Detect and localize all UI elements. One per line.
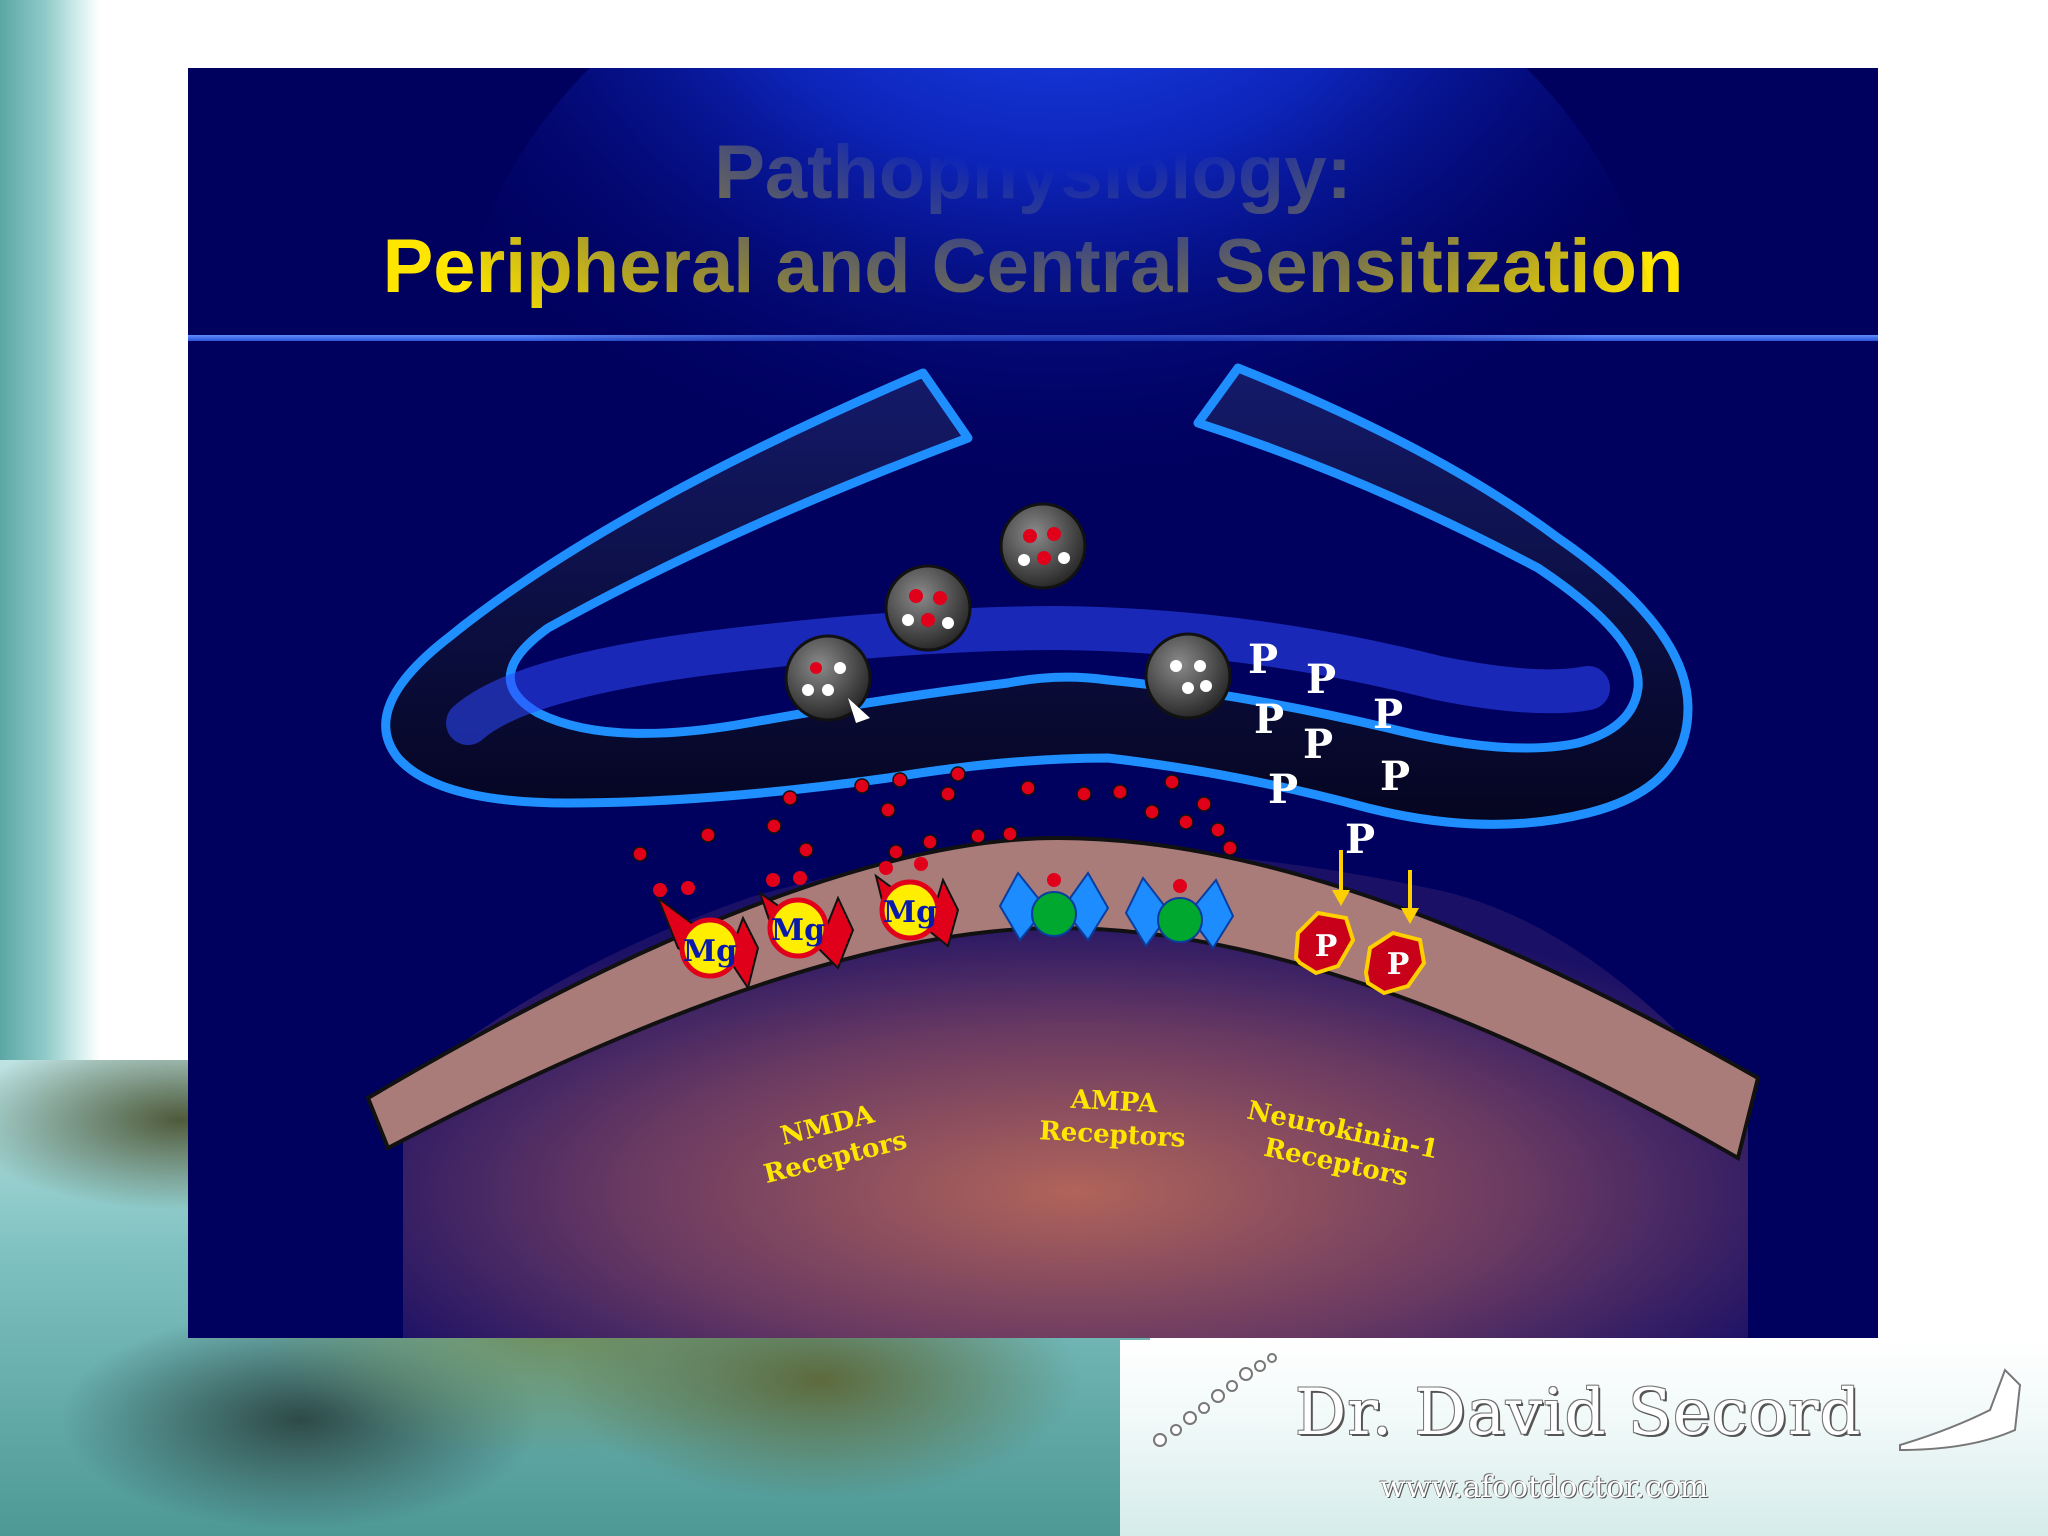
background-left-panel: [0, 0, 100, 1100]
substance-p-label: P: [1303, 721, 1333, 768]
synaptic-vesicle: [884, 564, 972, 652]
presynaptic-inner-channel: [446, 605, 1610, 745]
nk1-receptor: P: [1293, 850, 1356, 976]
footer-banner: Dr. David Secord www.afootdoctor.com: [1120, 1340, 2048, 1536]
ampa-receptor: [998, 871, 1110, 942]
footer-website-link[interactable]: www.afootdoctor.com: [1380, 1470, 1709, 1505]
substance-p-label: P: [1373, 691, 1403, 738]
glutamate-particles: [632, 766, 1238, 862]
substance-p-label: P: [1254, 696, 1284, 743]
substance-p-label: P: [1268, 766, 1298, 813]
nk1-receptor: P: [1363, 870, 1427, 996]
synapse-diagram: P P P P P P P P Mg Mg Mg: [365, 68, 1761, 1338]
nmda-receptor: Mg: [874, 857, 960, 948]
nmda-mg-label: Mg: [683, 934, 737, 969]
substance-p-label: P: [1248, 636, 1278, 683]
substance-p-label: P: [1306, 656, 1336, 703]
footer-doctor-name: Dr. David Secord: [1295, 1376, 1862, 1450]
nmda-mg-label: Mg: [883, 895, 937, 930]
footprints-logo-icon: [1153, 1353, 1277, 1447]
substance-p-molecules: P P P P P P P P: [1248, 636, 1410, 863]
presynaptic-terminal: [381, 363, 1693, 829]
substance-p-label: P: [1345, 816, 1375, 863]
nk1-p-label: P: [1387, 947, 1410, 982]
ampa-label-line1: AMPA: [1069, 1085, 1159, 1120]
slide-panel: Pathophysiology: Peripheral and Central …: [188, 68, 1878, 1338]
synaptic-vesicle: [784, 634, 872, 723]
nmda-mg-label: Mg: [771, 913, 825, 948]
foot-logo-icon: [1899, 1368, 2022, 1452]
substance-p-label: P: [1380, 753, 1410, 800]
nmda-receptor: Mg: [653, 881, 760, 991]
nk1-p-label: P: [1315, 929, 1338, 964]
ampa-receptor: [1124, 876, 1235, 950]
synaptic-vesicle: [999, 502, 1087, 590]
ampa-label: AMPA Receptors: [1038, 1085, 1186, 1154]
synaptic-vesicle: [1144, 632, 1232, 720]
nmda-receptor: Mg: [758, 871, 855, 970]
